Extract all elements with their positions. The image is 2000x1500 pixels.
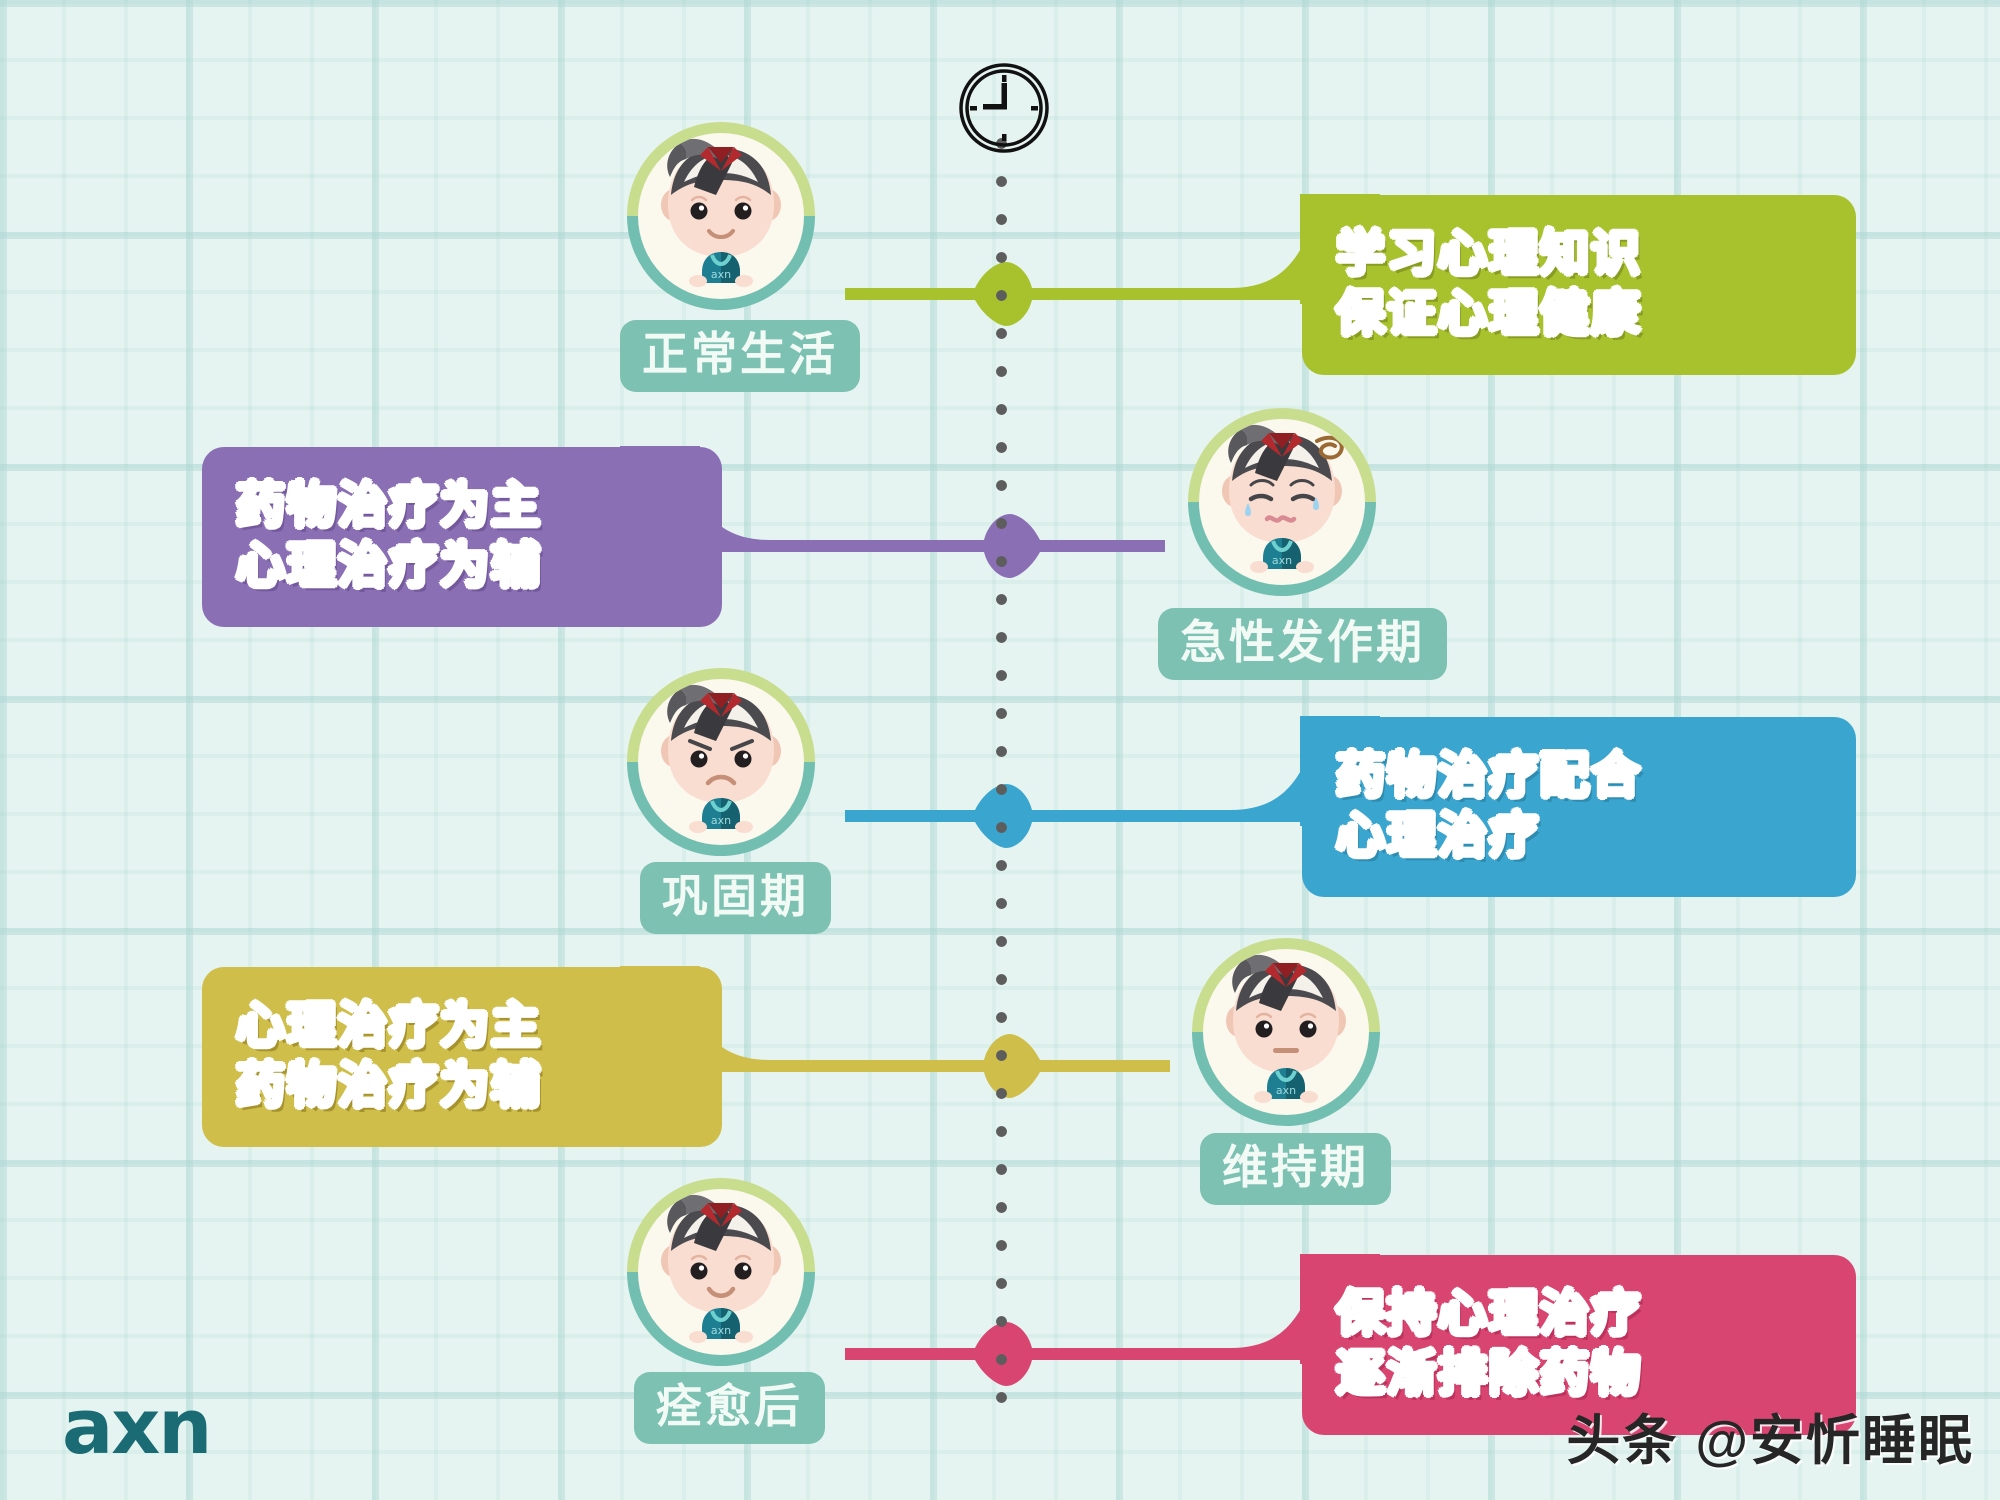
avatar-inner: axn [638,1189,804,1355]
svg-text:axn: axn [711,268,731,281]
callout-line: 逐渐排除药物 [1336,1347,1643,1401]
stage-label-text: 痊愈后 [656,1380,803,1432]
connector-consolidation [845,716,1380,848]
callout-therapy-primary: 心理治疗为主 药物治疗为辅 [202,967,722,1147]
stage-label-text: 维持期 [1222,1141,1369,1193]
avatar-inner: axn [638,133,804,299]
timeline-dotted-axis [996,138,1007,1413]
callout-line: 保证心理健康 [1336,287,1643,341]
callout-keep-therapy: 保持心理治疗 逐渐排除药物 [1302,1255,1856,1435]
stage-label-recovered: 痊愈后 [634,1372,825,1445]
callout-learn-psychology: 学习心理知识 保证心理健康 [1302,195,1856,375]
svg-text:axn: axn [1276,1084,1296,1097]
callout-line: 药物治疗为主 [236,479,543,534]
stage-label-text: 巩固期 [662,870,809,922]
avatar-recovered: axn [627,1178,815,1366]
avatar-inner: axn [1203,949,1369,1115]
callout-line: 心理治疗为主 [236,999,543,1054]
callout-line: 心理治疗 [1336,809,1541,863]
clock-icon [959,63,1049,153]
avatar-inner: axn [638,679,804,845]
svg-text:axn: axn [1272,554,1292,567]
callout-line: 心理治疗为辅 [236,539,543,593]
axn-logo: axn [62,1382,212,1471]
stage-label-maintenance: 维持期 [1200,1133,1391,1206]
callout-line: 药物治疗为辅 [236,1059,543,1113]
svg-text:axn: axn [711,1324,731,1337]
stage-label-text: 急性发作期 [1180,616,1425,668]
avatar-normal-life: axn [627,122,815,310]
avatar-acute-episode: axn [1188,408,1376,596]
stage-label-acute-episode: 急性发作期 [1158,608,1447,681]
stage-label-normal-life: 正常生活 [620,320,860,393]
avatar-consolidation: axn [627,668,815,856]
avatar-inner: axn [1199,419,1365,585]
callout-medication-plus-therapy: 药物治疗配合 心理治疗 [1302,717,1856,897]
callout-medication-primary: 药物治疗为主 心理治疗为辅 [202,447,722,627]
connector-normal-life [845,194,1380,326]
avatar-maintenance: axn [1192,938,1380,1126]
callout-line: 学习心理知识 [1336,227,1643,282]
stage-label-text: 正常生活 [642,328,838,380]
callout-line: 保持心理治疗 [1336,1287,1643,1342]
svg-text:axn: axn [711,814,731,827]
callout-line: 药物治疗配合 [1336,749,1643,804]
watermark: 头条 @安忻睡眠 [1566,1411,1974,1471]
connector-recovered [845,1254,1380,1386]
stage-label-consolidation: 巩固期 [640,862,831,935]
